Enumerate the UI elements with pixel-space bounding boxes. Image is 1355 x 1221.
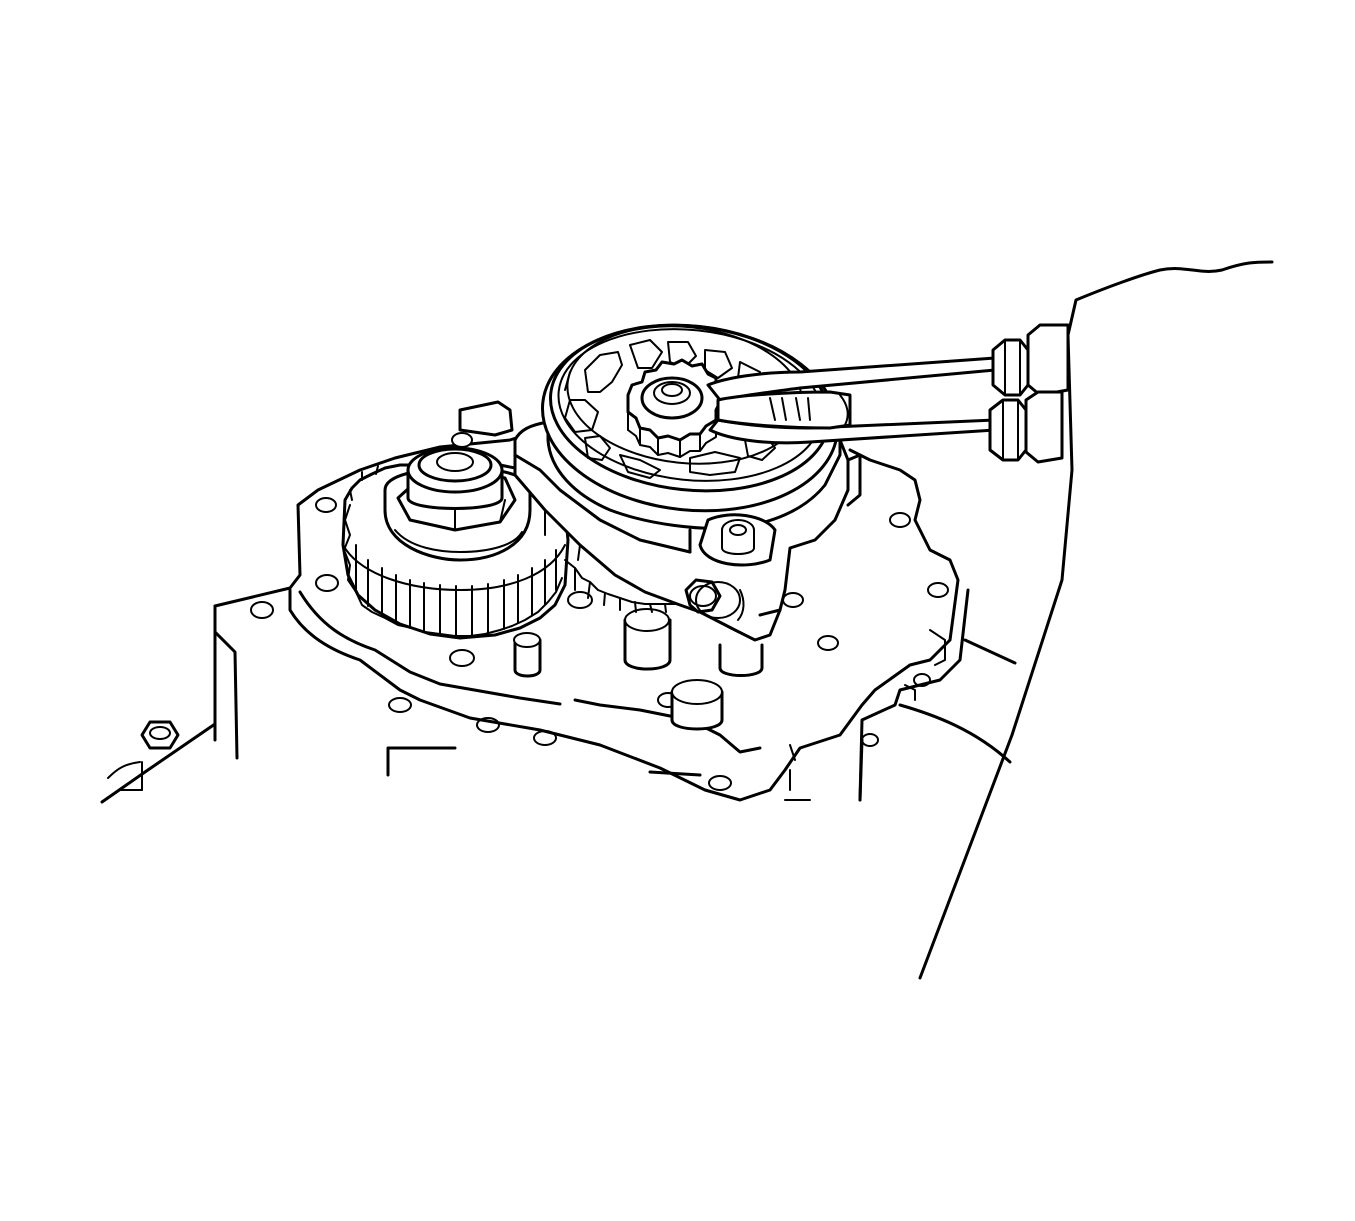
- bolt-hole: [889, 512, 911, 528]
- drive-gear: [626, 358, 724, 458]
- valve-body-cover: [250, 448, 1017, 802]
- transmission-case: [918, 260, 1274, 980]
- bolt-hole: [861, 733, 879, 747]
- bolt-hole: [315, 497, 337, 513]
- housing-flange: [100, 428, 542, 804]
- bolt-hole: [927, 582, 949, 598]
- bolt-hole: [567, 591, 593, 609]
- bolt-hole: [533, 730, 557, 746]
- pump-bracket: [451, 400, 514, 448]
- gear-nut: [383, 446, 532, 562]
- bolt-hole: [388, 697, 412, 713]
- bolt-hole: [708, 775, 732, 791]
- bolt-hole: [817, 635, 839, 651]
- pump-bolt: [684, 578, 745, 621]
- bolt-hole: [913, 673, 931, 687]
- bolt-hole: [315, 574, 339, 592]
- case-bolt: [140, 720, 180, 750]
- bolt-hole: [449, 649, 475, 667]
- idler-gear-teeth: [564, 559, 676, 613]
- bolt-hole: [250, 601, 274, 619]
- dowel-pins: [513, 608, 764, 731]
- pliers: [706, 323, 1070, 464]
- bolt-hole: [782, 592, 804, 608]
- bolt-hole: [476, 717, 500, 733]
